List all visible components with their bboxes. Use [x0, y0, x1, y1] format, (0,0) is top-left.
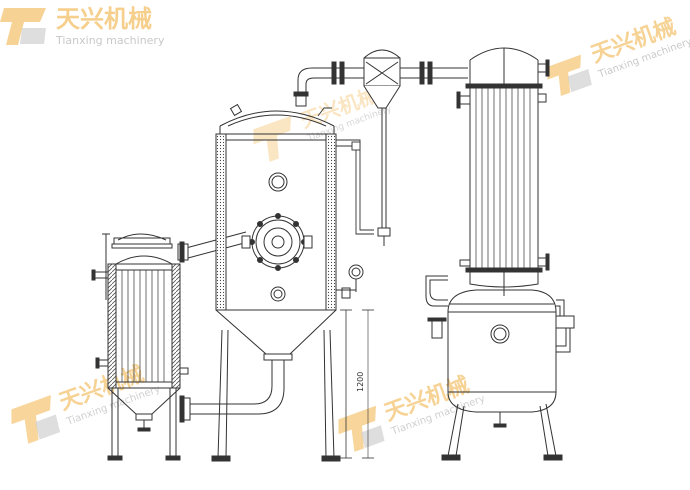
left-condenser — [91, 233, 189, 461]
watermark-brand-en: Tianxing machinery — [55, 34, 165, 47]
receiver-sight-glass — [490, 324, 510, 344]
pressure-gauge — [348, 264, 364, 280]
logo-mark-icon — [547, 54, 581, 97]
manway — [241, 213, 313, 271]
watermark-top-left: 天兴机械 Tianxing machinery — [0, 5, 165, 47]
right-condenser — [456, 47, 550, 296]
sight-glass-bottom — [270, 286, 286, 302]
bottom-return-pipe — [179, 360, 285, 423]
top-vapour-pipe — [297, 61, 468, 92]
dimension-1200 — [340, 309, 374, 459]
watermark-right: 天兴机械 Tianxing machinery — [547, 15, 690, 97]
logo-mark-icon — [11, 395, 51, 444]
sight-glass-top — [268, 172, 288, 192]
level-line — [317, 107, 374, 235]
main-evaporator — [211, 91, 364, 462]
watermark-bottom-left: 天兴机械 Tianxing machinery — [11, 362, 162, 444]
watermark-brand-cn: 天兴机械 — [56, 5, 152, 33]
receiver-tank — [425, 275, 575, 461]
cyclone-separator — [363, 49, 401, 246]
dimension-label: 1200 — [356, 372, 365, 392]
logo-mark-icon — [0, 8, 46, 45]
logo-mark-icon — [338, 405, 377, 452]
logo-mark-icon — [253, 115, 292, 162]
